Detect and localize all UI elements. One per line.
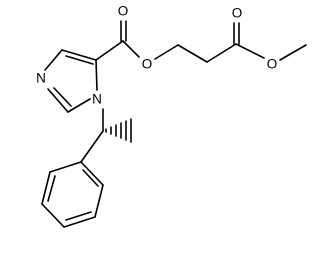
- bond-benzene-2: [94, 184, 104, 218]
- bond-c5-n1: [95, 59, 98, 91]
- bond-benzene-inner-3: [47, 175, 56, 202]
- bond-benzene-3: [63, 216, 96, 228]
- bond-benzene-inner-2: [65, 211, 92, 221]
- bond-o-ester-methyl: [279, 44, 307, 61]
- atom-o-ester-1: O: [142, 57, 153, 72]
- bond-c4-c5-double: [65, 55, 94, 65]
- bond-benzene-6: [49, 161, 82, 173]
- bond-benzene-5: [41, 171, 51, 205]
- bond-benzene-inner-1: [82, 169, 99, 187]
- bond-ch2-carbonyl2: [206, 43, 237, 63]
- bond-c2-n3: [47, 88, 69, 113]
- atom-o-carbonyl-2: O: [232, 6, 243, 21]
- atom-o-carbonyl-1: O: [118, 4, 129, 19]
- atom-n-ring: N: [92, 92, 102, 107]
- bond-ch2-ch2: [177, 44, 208, 63]
- bond-carbonyl2-o-ester: [235, 43, 265, 59]
- bond-chiral-phenyl: [80, 130, 104, 163]
- atom-n-imine: N: [36, 71, 46, 86]
- bond-benzene-1: [80, 161, 104, 186]
- atom-o-ester-2: O: [267, 57, 278, 72]
- bond-carbonyl1-o-ester: [122, 40, 140, 58]
- bond-benzene-4: [41, 203, 65, 228]
- bond-o-ester-ch2: [154, 44, 179, 60]
- bond-c2-n3-double: [53, 87, 72, 107]
- bond-n1-c2: [67, 98, 91, 113]
- wedge-bond-hashed: [105, 118, 132, 143]
- bond-n3-c4: [44, 49, 63, 71]
- bond-c4-c5: [61, 49, 97, 61]
- bond-c5-carbonyl: [95, 40, 124, 61]
